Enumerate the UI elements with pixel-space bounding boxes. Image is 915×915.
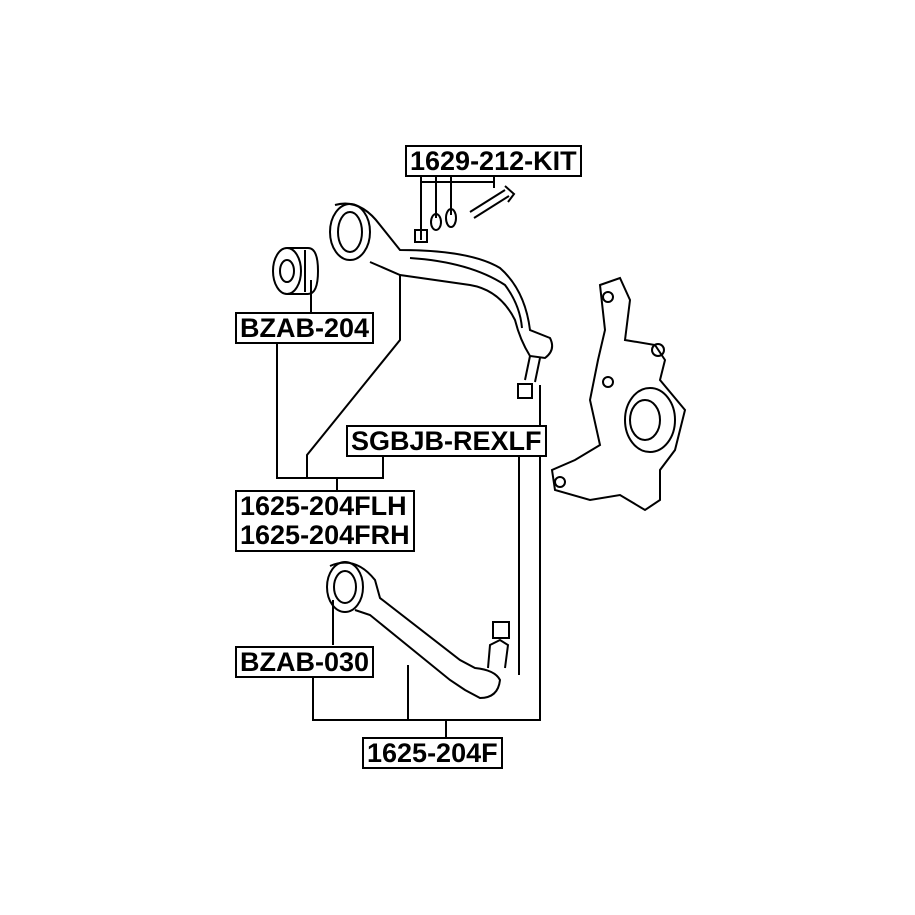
steering-knuckle-drawing: [550, 276, 687, 512]
part-label-arm-rh: 1625-204FRH: [240, 520, 410, 550]
part-label-bushing-lower[interactable]: BZAB-030: [235, 646, 375, 678]
bolt-kit-drawing: [414, 185, 516, 243]
upper-control-arm-drawing: [329, 202, 554, 399]
part-label-arm-lh: 1625-204FLH: [240, 491, 407, 521]
part-label-lower-arm[interactable]: 1625-204F: [362, 737, 503, 769]
part-label-bushing-upper[interactable]: BZAB-204: [235, 312, 375, 344]
lower-control-arm-drawing: [326, 561, 510, 700]
part-label-kit[interactable]: 1629-212-KIT: [405, 145, 582, 177]
leader-lines: [276, 175, 541, 737]
part-label-ball-joint[interactable]: SGBJB-REXLF: [346, 425, 547, 457]
part-label-upper-arm[interactable]: 1625-204FLH 1625-204FRH: [235, 490, 415, 552]
bushing-upper-drawing: [272, 247, 320, 295]
